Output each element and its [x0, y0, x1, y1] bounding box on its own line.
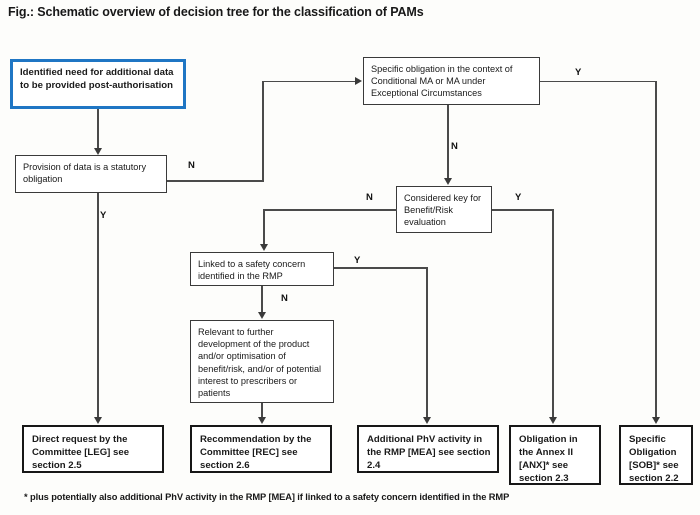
edge-safety-yes-h — [334, 267, 428, 269]
figure-footnote: * plus potentially also additional PhV a… — [24, 492, 510, 502]
edge-label-statutory-no: N — [188, 160, 195, 171]
arrowhead-specobl-no — [443, 178, 452, 185]
edge-label-specobl-no: N — [451, 141, 458, 152]
edge-label-safety-no: N — [281, 293, 288, 304]
edge-label-safety-yes: Y — [354, 255, 361, 266]
node-statutory-obligation: Provision of data is a statutory obligat… — [15, 155, 167, 193]
edge-key-yes-h — [492, 209, 554, 211]
outcome-anx: Obligation in the Annex II [ANX]* see se… — [509, 425, 601, 485]
edge-statutory-no-h1 — [167, 180, 264, 182]
outcome-rec: Recommendation by the Committee [REC] se… — [190, 425, 332, 473]
node-relevant-further-development: Relevant to further development of the p… — [190, 320, 334, 403]
outcome-leg: Direct request by the Committee [LEG] se… — [22, 425, 164, 473]
arrowhead-relevant-to-rec — [257, 417, 266, 424]
edge-key-yes-v — [552, 209, 554, 418]
edge-key-no-v — [263, 209, 265, 245]
arrowhead-key-no — [259, 244, 268, 251]
figure-title: Fig.: Schematic overview of decision tre… — [8, 5, 424, 19]
edge-label-specobl-yes: Y — [575, 67, 582, 78]
edge-statutory-yes — [97, 193, 99, 418]
outcome-sob: Specific Obligation [SOB]* see section 2… — [619, 425, 693, 485]
arrowhead-key-yes — [548, 417, 557, 424]
node-safety-concern: Linked to a safety concern identified in… — [190, 252, 334, 286]
edge-safety-yes-v — [426, 267, 428, 418]
edge-specobl-yes-h — [540, 80, 657, 83]
edge-label-statutory-yes: Y — [100, 210, 107, 221]
edge-statutory-no-h2 — [262, 80, 356, 83]
edge-start-to-statutory — [97, 109, 99, 149]
node-considered-key: Considered key for Benefit/Risk evaluati… — [396, 186, 492, 233]
outcome-mea: Additional PhV activity in the RMP [MEA]… — [357, 425, 499, 473]
arrowhead-specobl-yes — [651, 417, 660, 424]
edge-safety-no — [261, 286, 263, 313]
arrowhead-start-to-statutory — [93, 148, 102, 155]
edge-label-key-no: N — [366, 192, 373, 203]
arrowhead-safety-no — [257, 312, 266, 319]
edge-key-no-h — [264, 209, 397, 211]
node-identified-need: Identified need for additional data to b… — [10, 59, 186, 109]
edge-label-key-yes: Y — [515, 192, 522, 203]
arrowhead-statutory-yes — [93, 417, 102, 424]
edge-specobl-yes-v — [655, 81, 657, 418]
edge-statutory-no-v — [262, 81, 264, 181]
node-specific-obligation: Specific obligation in the context of Co… — [363, 57, 540, 105]
edge-relevant-to-rec — [261, 403, 263, 418]
arrowhead-safety-yes — [422, 417, 431, 424]
edge-specobl-no — [447, 105, 449, 179]
arrowhead-statutory-no — [355, 77, 362, 85]
